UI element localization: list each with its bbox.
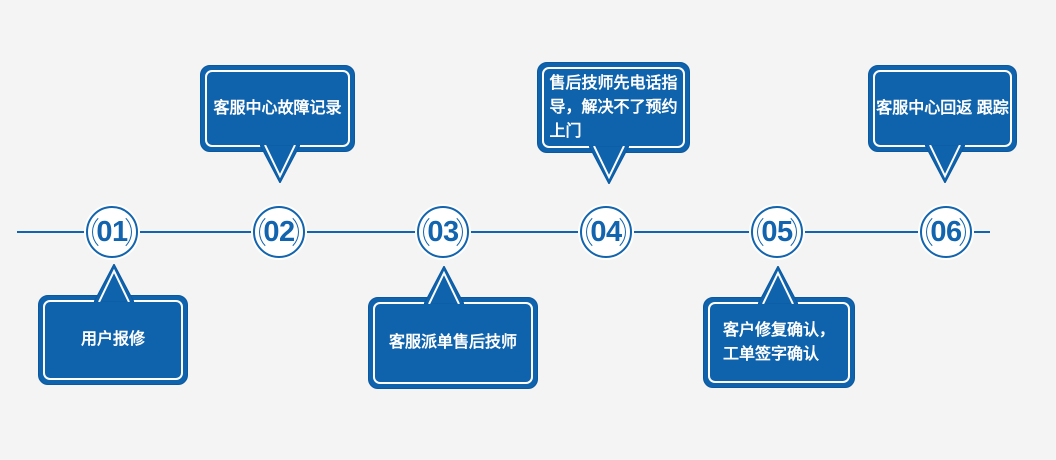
bubble-pointer-down-icon [260,145,300,183]
step-circle-06: 06 [918,204,974,260]
step-bubble-01: 用户报修 [38,264,188,385]
step-bubble-06: 客服中心回返 跟踪 [868,65,1017,183]
timeline-line [17,231,990,233]
step-circle-05: 05 [749,204,805,260]
step-circle-01: 01 [84,204,140,260]
step-bubble-04: 售后技师先电话指 导，解决不了预约 上门 [537,62,690,184]
bubble-pointer-down-icon [589,146,629,184]
step-label-06: 客服中心回返 跟踪 [876,99,1009,117]
bubble-pointer-up-icon [424,266,464,304]
step-circle-02: 02 [251,204,307,260]
bubble-pointer-up-icon [94,264,134,302]
step-bubble-02: 客服中心故障记录 [200,65,355,183]
step-number-01: 01 [96,215,128,248]
step-bubble-05: 客户修复确认， 工单签字确认 [703,266,855,388]
step-label-03: 客服派单售后技师 [388,334,517,351]
step-label-05: 客户修复确认， 工单签字确认 [722,321,835,363]
step-number-04: 04 [590,215,622,248]
step-label-01: 用户报修 [80,331,145,348]
step-number-06: 06 [930,215,962,248]
step-number-05: 05 [761,215,793,248]
step-number-03: 03 [427,215,459,248]
step-number-02: 02 [263,215,295,248]
step-circle-03: 03 [415,204,471,260]
step-circle-04: 04 [578,204,634,260]
step-label-04: 售后技师先电话指 导，解决不了预约 上门 [549,74,678,140]
bubble-pointer-down-icon [925,145,965,183]
bubble-pointer-up-icon [758,266,798,304]
step-bubble-03: 客服派单售后技师 [368,266,538,389]
step-label-02: 客服中心故障记录 [213,99,342,117]
